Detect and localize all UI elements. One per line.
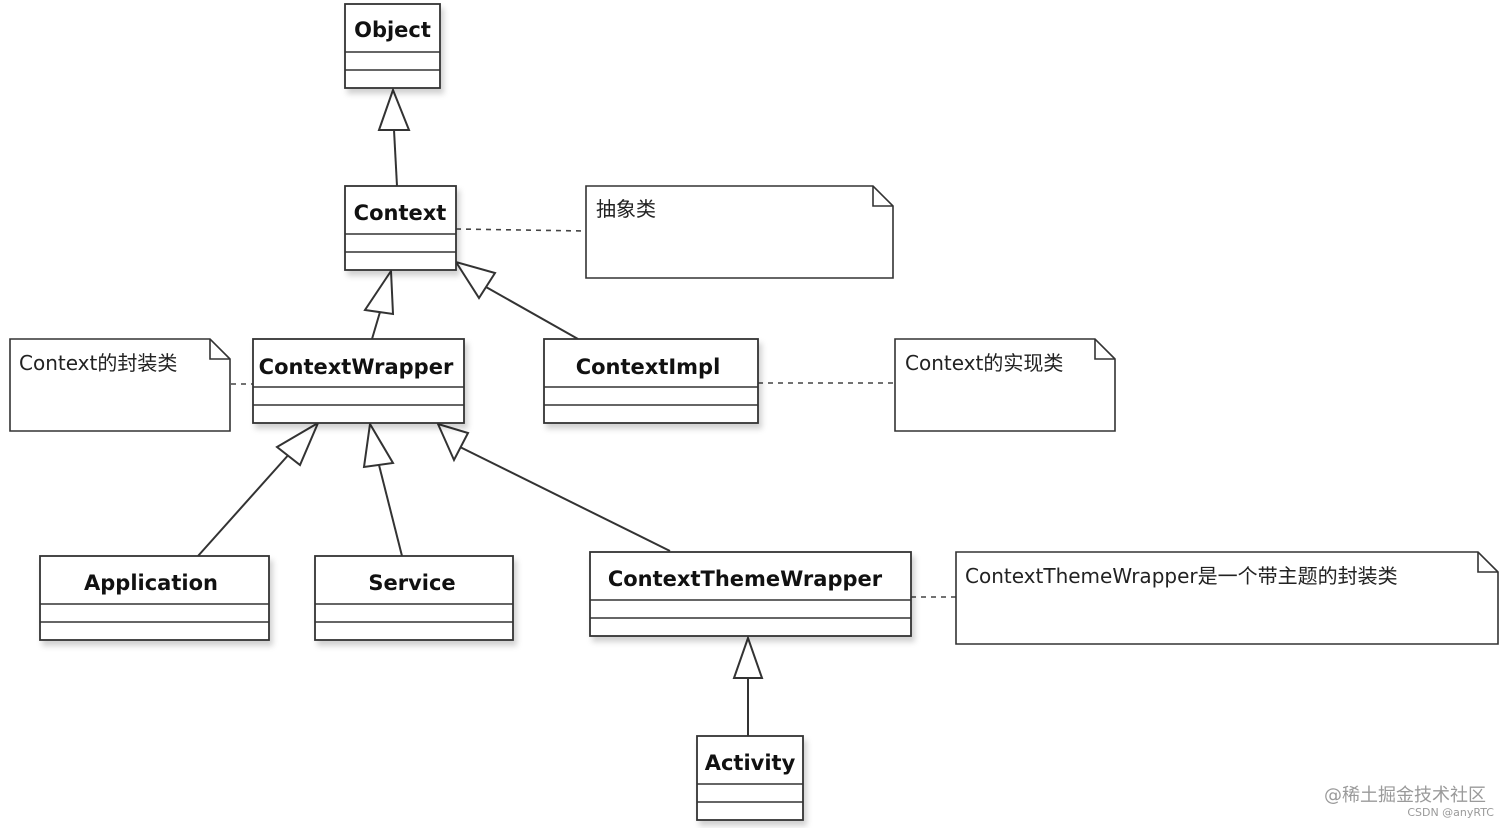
note-theme-body (955, 551, 1499, 645)
connector-context-note (455, 228, 586, 232)
class-application-box (39, 555, 270, 641)
class-context-theme-wrapper-box (589, 551, 912, 637)
inheritance-arrowheads (275, 87, 764, 679)
note-theme-fold (1477, 552, 1498, 573)
note-impl-text: Context的实现类 (905, 351, 1063, 375)
note-theme-text: ContextThemeWrapper是一个带主题的封装类 (965, 564, 1398, 588)
note-wrapper: Context的封装类 (9, 338, 231, 432)
class-context-wrapper-name: ContextWrapper (259, 355, 454, 379)
note-context-body (585, 185, 894, 279)
arrowhead-context-from-wrapper (363, 267, 395, 316)
arrowhead-wrapper-from-service (362, 421, 395, 469)
edge-service-to-wrapper (378, 464, 403, 557)
class-activity: Activity (696, 735, 804, 821)
edge-themewrapper-to-wrapper (459, 446, 671, 552)
class-service-name: Service (368, 571, 455, 595)
class-context-wrapper-box (252, 338, 465, 424)
note-context: 抽象类 (585, 185, 894, 279)
inheritance-edges (197, 129, 749, 736)
note-impl-body (894, 338, 1116, 432)
note-impl: Context的实现类 (894, 338, 1116, 432)
class-service-box (314, 555, 514, 641)
arrowhead-wrapper-from-themewrapper (436, 422, 470, 463)
class-object-name: Object (354, 18, 431, 42)
class-context-impl-name: ContextImpl (576, 355, 721, 379)
class-context-name: Context (354, 201, 447, 225)
class-application-name: Application (84, 571, 218, 595)
watermark: @稀土掘金技术社区 CSDN @anyRTC (1324, 785, 1494, 819)
class-context-theme-wrapper-name: ContextThemeWrapper (608, 567, 883, 591)
class-context-theme-wrapper: ContextThemeWrapper (589, 551, 912, 637)
watermark-main: @稀土掘金技术社区 (1324, 785, 1486, 806)
note-context-text: 抽象类 (596, 197, 656, 221)
class-context-wrapper: ContextWrapper (252, 338, 465, 424)
note-connectors (231, 228, 956, 598)
arrowhead-object (377, 87, 411, 131)
class-activity-name: Activity (705, 751, 796, 775)
note-context-fold (872, 186, 893, 207)
class-context-box (344, 185, 457, 271)
class-service: Service (314, 555, 514, 641)
class-object: Object (344, 3, 441, 89)
arrowhead-wrapper-from-application (275, 420, 321, 467)
edge-application-to-wrapper (197, 451, 292, 557)
class-application: Application (39, 555, 270, 641)
class-context-impl: ContextImpl (543, 338, 759, 424)
note-wrapper-text: Context的封装类 (19, 351, 177, 375)
arrowhead-context-from-impl (453, 260, 497, 300)
edge-context-to-object (393, 129, 398, 187)
edge-wrapper-to-context (371, 311, 381, 340)
note-wrapper-body (9, 338, 231, 432)
note-theme: ContextThemeWrapper是一个带主题的封装类 (955, 551, 1499, 645)
class-context: Context (344, 185, 457, 271)
watermark-sub: CSDN @anyRTC (1407, 806, 1494, 819)
class-context-impl-box (543, 338, 759, 424)
edge-impl-to-context (485, 286, 579, 340)
class-object-box (344, 3, 441, 89)
note-wrapper-fold (209, 339, 230, 360)
arrowhead-themewrapper-from-activity (732, 634, 764, 679)
class-activity-box (696, 735, 804, 821)
note-impl-fold (1094, 339, 1115, 360)
